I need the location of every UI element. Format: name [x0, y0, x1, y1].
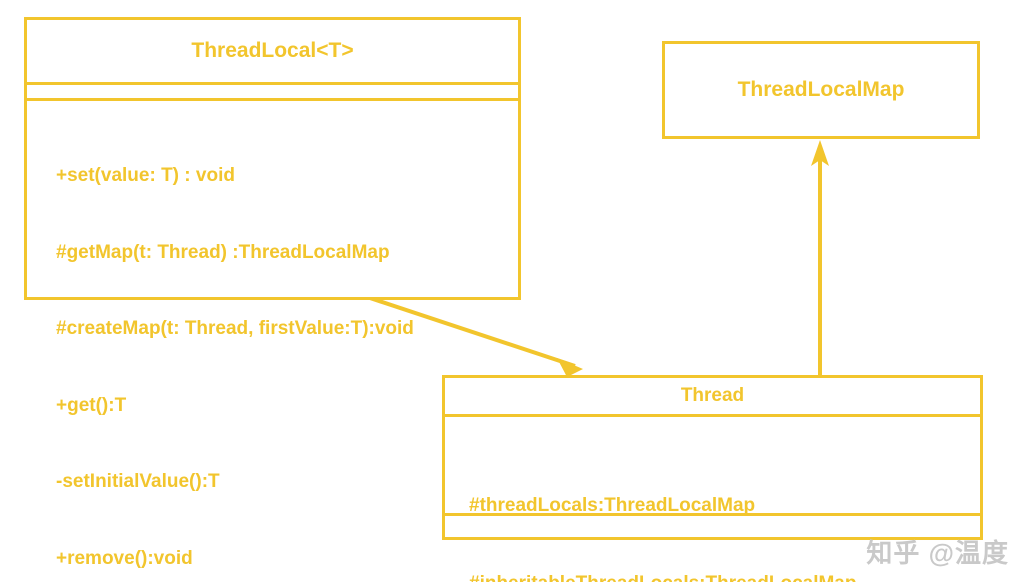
watermark: 知乎 @温度	[866, 538, 1009, 568]
method-item: #createMap(t: Thread, firstValue:T):void	[56, 318, 414, 339]
class-name-thread: Thread	[680, 385, 745, 406]
method-item: +get():T	[56, 394, 127, 416]
method-item: #getMap(t: Thread) :ThreadLocalMap	[56, 241, 390, 263]
method-item: +set(value: T) : void	[56, 165, 235, 186]
method-item: -setInitialValue():T	[56, 471, 220, 492]
attribute-item: #inheritableThreadLocals:ThreadLocalMap	[469, 571, 980, 582]
class-name-threadlocal: ThreadLocal<T>	[191, 39, 354, 62]
compartment-divider	[442, 414, 983, 417]
attributes-compartment-thread: #threadLocals:ThreadLocalMap #inheritabl…	[445, 414, 980, 582]
method-item: +remove():void	[56, 547, 193, 569]
class-box-threadlocalmap[interactable]: ThreadLocalMap	[662, 41, 980, 139]
connector-thread-to-threadlocalmap	[811, 140, 829, 377]
methods-compartment-threadlocal: +set(value: T) : void #getMap(t: Thread)…	[27, 98, 518, 582]
compartment-divider	[24, 98, 521, 101]
attribute-item: #threadLocals:ThreadLocalMap	[469, 495, 756, 516]
compartment-divider	[442, 513, 983, 516]
class-box-thread[interactable]: Thread #threadLocals:ThreadLocalMap #inh…	[442, 375, 983, 582]
compartment-divider	[24, 82, 521, 85]
class-box-threadlocal[interactable]: ThreadLocal<T> +set(value: T) : void #ge…	[24, 17, 521, 569]
class-name-threadlocalmap: ThreadLocalMap	[737, 78, 905, 101]
